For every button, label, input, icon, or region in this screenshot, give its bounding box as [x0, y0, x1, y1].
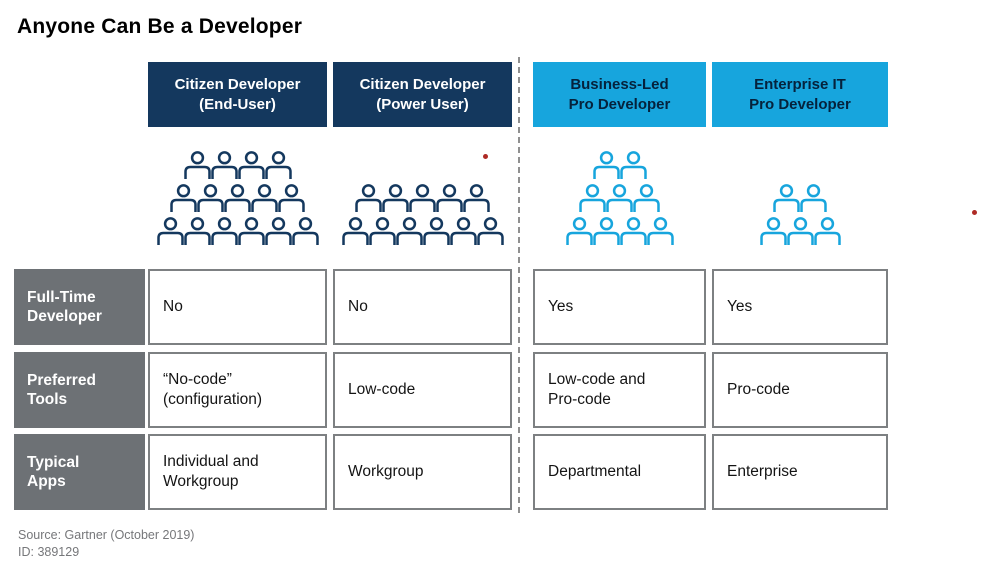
person-row	[156, 217, 319, 246]
source-note: Source: Gartner (October 2019)	[18, 528, 195, 542]
column-header-enterprise-it-pro: Enterprise IT Pro Developer	[712, 62, 888, 127]
person-icon	[592, 151, 620, 180]
person-icon	[579, 184, 606, 213]
person-icon	[606, 184, 633, 213]
people-group-citizen-power-user	[333, 128, 512, 246]
person-icon	[197, 184, 224, 213]
column-group-divider	[518, 57, 520, 513]
person-icon	[183, 217, 211, 246]
person-icon	[251, 184, 278, 213]
person-icon	[633, 184, 660, 213]
person-icon	[210, 217, 238, 246]
person-icon	[341, 217, 369, 246]
person-icon	[436, 184, 463, 213]
figure-id: ID: 389129	[18, 544, 80, 559]
person-row	[355, 184, 490, 213]
table-cell-full-time-developer-business-led-pro: Yes	[533, 269, 706, 345]
person-icon	[355, 184, 382, 213]
person-icon	[156, 217, 184, 246]
person-icon	[646, 217, 674, 246]
person-row	[565, 217, 674, 246]
person-icon	[368, 217, 396, 246]
person-icon	[224, 184, 251, 213]
person-icon	[773, 184, 800, 213]
table-cell-typical-apps-citizen-power-user: Workgroup	[333, 434, 512, 510]
red-dot	[972, 210, 977, 215]
person-icon	[565, 217, 593, 246]
table-cell-typical-apps-enterprise-it-pro: Enterprise	[712, 434, 888, 510]
person-row	[183, 151, 292, 180]
person-icon	[800, 184, 827, 213]
table-cell-full-time-developer-enterprise-it-pro: Yes	[712, 269, 888, 345]
person-icon	[449, 217, 477, 246]
person-icon	[278, 184, 305, 213]
people-group-business-led-pro	[533, 128, 706, 246]
table-cell-full-time-developer-citizen-power-user: No	[333, 269, 512, 345]
table-cell-preferred-tools-citizen-end-user: “No-code” (configuration)	[148, 352, 327, 428]
person-icon	[759, 217, 787, 246]
person-icon	[170, 184, 197, 213]
table-cell-preferred-tools-business-led-pro: Low-code and Pro-code	[533, 352, 706, 428]
person-icon	[237, 217, 265, 246]
page-title: Anyone Can Be a Developer	[17, 15, 303, 38]
person-icon	[592, 217, 620, 246]
person-icon	[619, 151, 647, 180]
person-row	[773, 184, 827, 213]
column-header-business-led-pro: Business-Led Pro Developer	[533, 62, 706, 127]
person-icon	[786, 217, 814, 246]
person-row	[341, 217, 504, 246]
person-row	[170, 184, 305, 213]
column-header-citizen-end-user: Citizen Developer (End-User)	[148, 62, 327, 127]
person-row	[592, 151, 647, 180]
person-icon	[395, 217, 423, 246]
person-icon	[264, 217, 292, 246]
table-cell-preferred-tools-citizen-power-user: Low-code	[333, 352, 512, 428]
person-icon	[813, 217, 841, 246]
person-icon	[264, 151, 292, 180]
column-header-citizen-power-user: Citizen Developer (Power User)	[333, 62, 512, 127]
person-icon	[382, 184, 409, 213]
person-row	[579, 184, 660, 213]
table-cell-preferred-tools-enterprise-it-pro: Pro-code	[712, 352, 888, 428]
people-group-citizen-end-user	[148, 128, 327, 246]
person-icon	[237, 151, 265, 180]
person-icon	[463, 184, 490, 213]
person-icon	[422, 217, 450, 246]
person-icon	[476, 217, 504, 246]
row-label-typical-apps: Typical Apps	[14, 434, 145, 510]
person-icon	[619, 217, 647, 246]
table-cell-full-time-developer-citizen-end-user: No	[148, 269, 327, 345]
red-dot	[483, 154, 488, 159]
people-group-enterprise-it-pro	[712, 128, 888, 246]
table-cell-typical-apps-business-led-pro: Departmental	[533, 434, 706, 510]
footer: Source: Gartner (October 2019) ID: 38912…	[18, 527, 194, 561]
person-icon	[291, 217, 319, 246]
person-icon	[183, 151, 211, 180]
person-row	[759, 217, 841, 246]
row-label-full-time-developer: Full-Time Developer	[14, 269, 145, 345]
person-icon	[210, 151, 238, 180]
table-cell-typical-apps-citizen-end-user: Individual and Workgroup	[148, 434, 327, 510]
row-label-preferred-tools: Preferred Tools	[14, 352, 145, 428]
person-icon	[409, 184, 436, 213]
